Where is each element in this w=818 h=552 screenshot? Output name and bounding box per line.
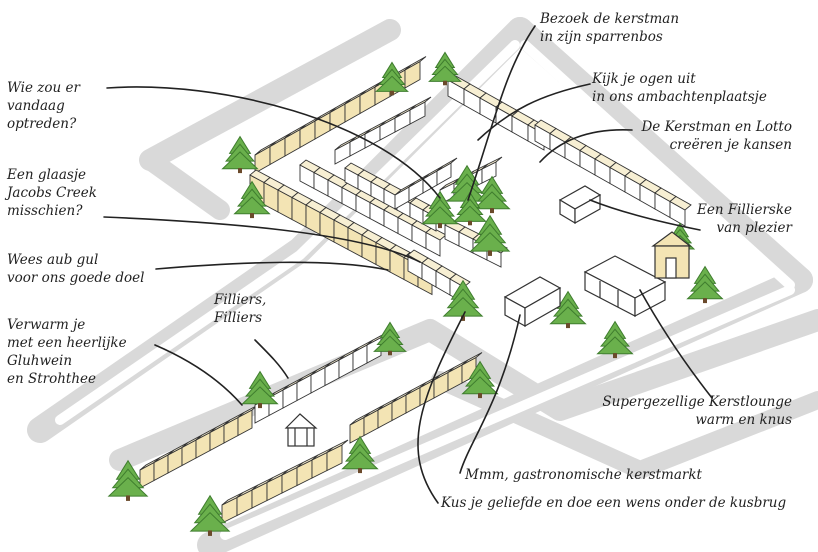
market-stall-icon	[394, 181, 416, 210]
market-stall-icon	[433, 367, 455, 399]
label-kerstlounge: Supergezellige Kerstlounge warm en knus	[602, 394, 792, 428]
fir-tree-icon	[446, 164, 488, 206]
leader-kerstlounge	[639, 289, 713, 399]
market-stall-icon	[181, 434, 203, 467]
market-stall-icon	[237, 404, 259, 437]
fir-tree-icon	[473, 175, 511, 214]
label-kusbrug: Kus je geliefde en doe een wens onder de…	[441, 495, 787, 511]
market-stall-icon	[221, 492, 244, 524]
label-gluhwein: Verwarm je met een heerlijke Gluhwein en…	[7, 317, 127, 387]
fir-tree-icon	[233, 180, 271, 219]
gazebo-pavilion	[284, 413, 318, 447]
market-stall-icon	[153, 449, 175, 482]
fir-tree-icon	[375, 61, 409, 96]
fir-tree-icon	[686, 265, 724, 304]
fir-tree-icon	[373, 321, 407, 356]
fir-tree-icon	[241, 370, 279, 409]
market-stall-icon	[282, 377, 304, 409]
market-stall-icon	[281, 462, 304, 494]
leader-wie-optreden	[106, 86, 441, 199]
leader-kusbrug	[417, 311, 466, 504]
label-kerstman-lotto: De Kerstman en Lotto creëren je kansen	[641, 119, 792, 153]
kerstlounge-tent	[583, 255, 667, 317]
market-stall-icon	[361, 229, 383, 266]
label-gastronomische: Mmm, gastronomische kerstmarkt	[465, 467, 702, 483]
market-stall-icon	[313, 166, 335, 197]
market-stall-icon	[425, 226, 447, 257]
market-stall-icon	[319, 206, 341, 243]
label-filliers: Filliers, Filliers	[214, 292, 267, 326]
market-stall-icon	[391, 389, 413, 422]
label-goede-doel: Wees aub gul voor ons goede doel	[7, 252, 145, 286]
market-stall-icon	[409, 96, 432, 125]
fir-tree-icon	[453, 191, 487, 226]
white-stalls	[503, 185, 602, 328]
label-filliers-plezier: Een Fillierske van plezier	[696, 202, 792, 236]
market-stall-icon	[404, 56, 427, 89]
market-stall-icon	[352, 339, 374, 372]
leader-filliers	[254, 339, 289, 379]
leader-lines	[103, 25, 713, 504]
market-stall-icon	[357, 169, 378, 197]
market-stall-icon	[363, 404, 385, 437]
road-left	[140, 150, 230, 220]
road-inner	[139, 19, 401, 171]
market-stall-icon	[329, 98, 352, 132]
leader-goede-doel	[155, 261, 389, 271]
market-stall-icon	[266, 469, 289, 502]
market-stall-icon	[579, 144, 602, 176]
road-ring-right	[507, 17, 813, 293]
fir-trees	[107, 51, 724, 536]
market-stall-icon	[263, 176, 285, 213]
market-stall-icon	[479, 92, 503, 124]
fir-tree-icon	[596, 320, 634, 359]
fir-tree-icon	[549, 290, 587, 329]
market-stall-icon	[669, 195, 692, 227]
leader-filliers-plezier	[589, 199, 701, 231]
chalet-house	[651, 231, 692, 279]
leader-kerstman-sparrenbos	[467, 25, 536, 201]
market-stall-icon	[139, 457, 161, 489]
fir-tree-icon	[107, 459, 149, 501]
fir-tree-icon	[421, 190, 459, 229]
market-stall-icon	[458, 226, 480, 254]
fir-tree-icon	[189, 494, 231, 536]
leader-jacobs-creek	[103, 216, 421, 263]
market-stall-icon	[397, 211, 419, 242]
fir-tree-icon	[428, 51, 462, 86]
label-wie-optreden: Wie zou er vandaag optreden?	[7, 80, 80, 132]
market-stall-icon	[209, 419, 231, 452]
road-edges	[55, 40, 795, 540]
market-stall-icon	[639, 178, 662, 210]
label-ambachtenplaatsje: Kijk je ogen uit in ons ambachtenplaatsj…	[592, 71, 767, 105]
market-stall-icon	[436, 157, 458, 186]
leader-kerstman-lotto	[539, 128, 633, 163]
fir-tree-icon	[221, 135, 259, 174]
market-stall-icon	[277, 184, 299, 221]
fir-tree-icon	[461, 360, 499, 399]
leader-ambachtenplaatsje	[477, 83, 591, 141]
market-stall-icon	[269, 132, 292, 166]
label-kerstman-sparrenbos: Bezoek de kerstman in zijn sparrenbos	[540, 11, 680, 45]
market-stall-icon	[383, 204, 405, 235]
market-stall-icon	[326, 439, 349, 472]
market-stall-icon	[422, 165, 444, 194]
label-jacobs-creek: Een glaasje Jacobs Creek misschien?	[7, 167, 97, 219]
market-stall-icon	[411, 219, 433, 250]
market-stall-icon	[654, 187, 677, 219]
fir-tree-icon	[469, 214, 511, 256]
leader-gastronomische	[459, 314, 521, 474]
fir-tree-icon	[341, 435, 379, 474]
leader-gluhwein	[154, 344, 243, 406]
market-stalls	[139, 56, 692, 524]
fir-tree-icon	[442, 279, 484, 321]
